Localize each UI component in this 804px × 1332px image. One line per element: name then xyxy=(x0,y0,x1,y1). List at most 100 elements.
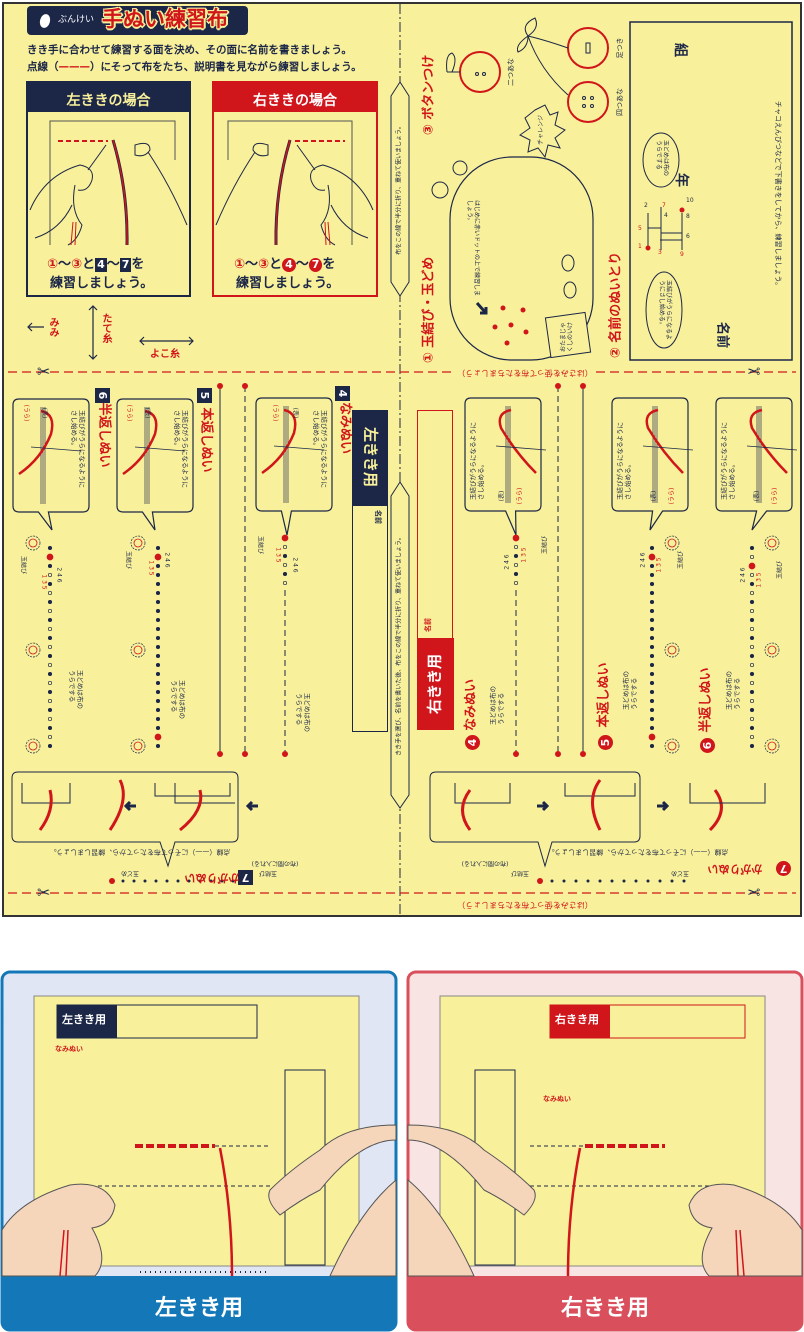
left-s6-stitch-dot xyxy=(47,716,53,722)
left-sheet-label: 左きき用 xyxy=(361,426,380,488)
right-photo-sheet-label: 右きき用 xyxy=(555,1013,599,1026)
right-sheet-name-field[interactable] xyxy=(417,410,453,640)
right-s6-stitch-dot xyxy=(749,716,755,722)
point-1: 1 xyxy=(638,243,642,250)
warp-label: たて糸 xyxy=(100,313,111,343)
right-s5-end-hint: 玉どめは布のうらでする xyxy=(621,671,638,710)
point-8: 8 xyxy=(686,213,690,220)
right-case-box xyxy=(212,81,378,297)
right-section-4-title: なみぬい xyxy=(463,678,479,732)
needle-position-marker xyxy=(25,535,41,551)
brand-logo-icon xyxy=(39,14,51,28)
right-s5-stitch-dot xyxy=(649,599,655,605)
chalk-hint: チャコえんぴつなどで下書きをしてから、練習しましょう。 xyxy=(774,100,783,290)
right-case-caption-2: 練習しましょう。 xyxy=(236,276,340,291)
right-s5-stitch-dot xyxy=(649,671,655,677)
left-kagari-knot: 玉結び xyxy=(258,869,278,877)
needle-position-marker xyxy=(130,535,146,551)
right-s6-stitch-dot xyxy=(749,653,755,659)
right-case-title: 右ききの場合 xyxy=(253,93,337,109)
left-section-5-number: 5 xyxy=(197,388,212,403)
right-s5-stitch-dot xyxy=(649,716,655,722)
left-s5-stitch-dot xyxy=(155,617,161,623)
kagari-stitch-dot-right xyxy=(682,879,686,883)
kagari-stitch-dot-left xyxy=(109,878,115,884)
left-s5-stitch-dot xyxy=(155,662,161,668)
left-s5-stitch-dot xyxy=(155,644,161,650)
left-s5-stitch-dot xyxy=(155,599,161,605)
point-5: 5 xyxy=(638,225,642,232)
right-handed-label: 右きき用 xyxy=(560,1296,649,1321)
kagari-balloon-right xyxy=(429,771,766,868)
left-s5-stitch-dot xyxy=(155,707,161,713)
right-section-6-title: 半返しぬい xyxy=(698,667,714,733)
left-sheet-name-field[interactable] xyxy=(352,505,388,732)
right-s4-start-hint: 玉結びがうらになるようにさし始める。 xyxy=(468,422,485,500)
right-section-7-number: 7 xyxy=(776,861,791,876)
right-s4-knot: 玉結び xyxy=(541,535,549,555)
right-s5-stitch-dot xyxy=(649,662,655,668)
left-s4-stitch-dot xyxy=(282,553,288,559)
challenge-label: チャレンジ xyxy=(537,115,545,145)
left-s6-balloon xyxy=(12,398,90,531)
kagari-stitch-dot-left xyxy=(165,879,169,883)
left-handed-photo-panel xyxy=(0,970,398,1332)
step-3-marker: ③ xyxy=(258,257,270,272)
left-s6-stitch-dot xyxy=(47,563,53,569)
right-s5-stitch-dot xyxy=(649,653,655,659)
right-s6-stitch-dot xyxy=(749,743,755,749)
right-s6-stitch-dot xyxy=(749,671,755,677)
right-kagari-stop: 玉どめ xyxy=(670,869,690,877)
needle-position-marker xyxy=(764,738,780,754)
thread-illustration xyxy=(18,409,54,476)
left-s6-stitch-dot xyxy=(47,626,53,632)
kagari-stitch-dot-right xyxy=(537,878,543,884)
left-s6-stitch-dot xyxy=(47,653,53,659)
right-s6-stitch-dot xyxy=(749,698,755,704)
left-kagari-hint: 点線（——）にそって布をたってから、練習しましょう。 xyxy=(49,848,231,857)
right-s5-stitch-dot xyxy=(649,689,655,695)
left-s6-stitch-dot xyxy=(47,590,53,596)
right-s6-stitch-dot xyxy=(749,689,755,695)
right-s6-front: (表) xyxy=(753,490,761,502)
left-s6-stitch-dot xyxy=(47,608,53,614)
left-s4-front: (表) xyxy=(291,407,299,419)
needle-position-marker xyxy=(764,535,780,551)
needle-illustration xyxy=(746,445,798,451)
left-s6-stitch-dot xyxy=(47,644,53,650)
kagari-stitch-dot-right xyxy=(550,879,554,883)
left-s4-stitch-dot xyxy=(282,571,288,577)
right-s6-stitch-dot xyxy=(749,626,755,632)
left-s5-stitch-dot xyxy=(155,563,161,569)
right-s6-stitch-dot xyxy=(749,734,755,740)
point-2: 2 xyxy=(644,202,648,209)
fold-label-frame-top xyxy=(390,81,410,297)
needle-position-marker-inner xyxy=(667,538,677,548)
particle: を xyxy=(322,257,336,272)
left-s6-stitch-dot xyxy=(47,635,53,641)
kagari-stitch-dot-left xyxy=(176,879,180,883)
left-s6-front: (表) xyxy=(40,407,48,419)
left-guide-dashed-end xyxy=(242,383,248,389)
kagari-stitch-dot-right xyxy=(634,879,638,883)
step-1-marker: ① xyxy=(234,257,246,272)
left-s6-stitch-dot xyxy=(47,743,53,749)
left-kagari-between: (布の間に入れる) xyxy=(251,859,299,867)
right-kagari-knot: 玉結び xyxy=(510,869,530,877)
right-s4-stitch-dot xyxy=(513,562,519,568)
right-s6-stitch-dot xyxy=(748,562,756,570)
left-s5-stitch-dot xyxy=(155,671,161,677)
left-s6-stitch-dot xyxy=(47,689,53,695)
left-s4-end-hint: 玉どめは布のうらでする xyxy=(295,693,312,732)
dashed-line-sample: ——— xyxy=(58,61,91,73)
right-s6-stitch-dot xyxy=(749,608,755,614)
left-s4-stitch-dot xyxy=(282,544,288,550)
right-s5-stitch-dot xyxy=(649,707,655,713)
left-s5-stitch-dot xyxy=(155,725,161,731)
right-s5-stitch-dot xyxy=(649,617,655,623)
left-s4-back: (うら) xyxy=(271,404,279,422)
point-6: 6 xyxy=(686,233,690,240)
right-s6-start-hint: 玉結びがうらになるようにさし始める。 xyxy=(719,422,736,500)
left-s5-stitch-dot xyxy=(155,635,161,641)
right-s4-stitch-dot xyxy=(513,580,519,586)
